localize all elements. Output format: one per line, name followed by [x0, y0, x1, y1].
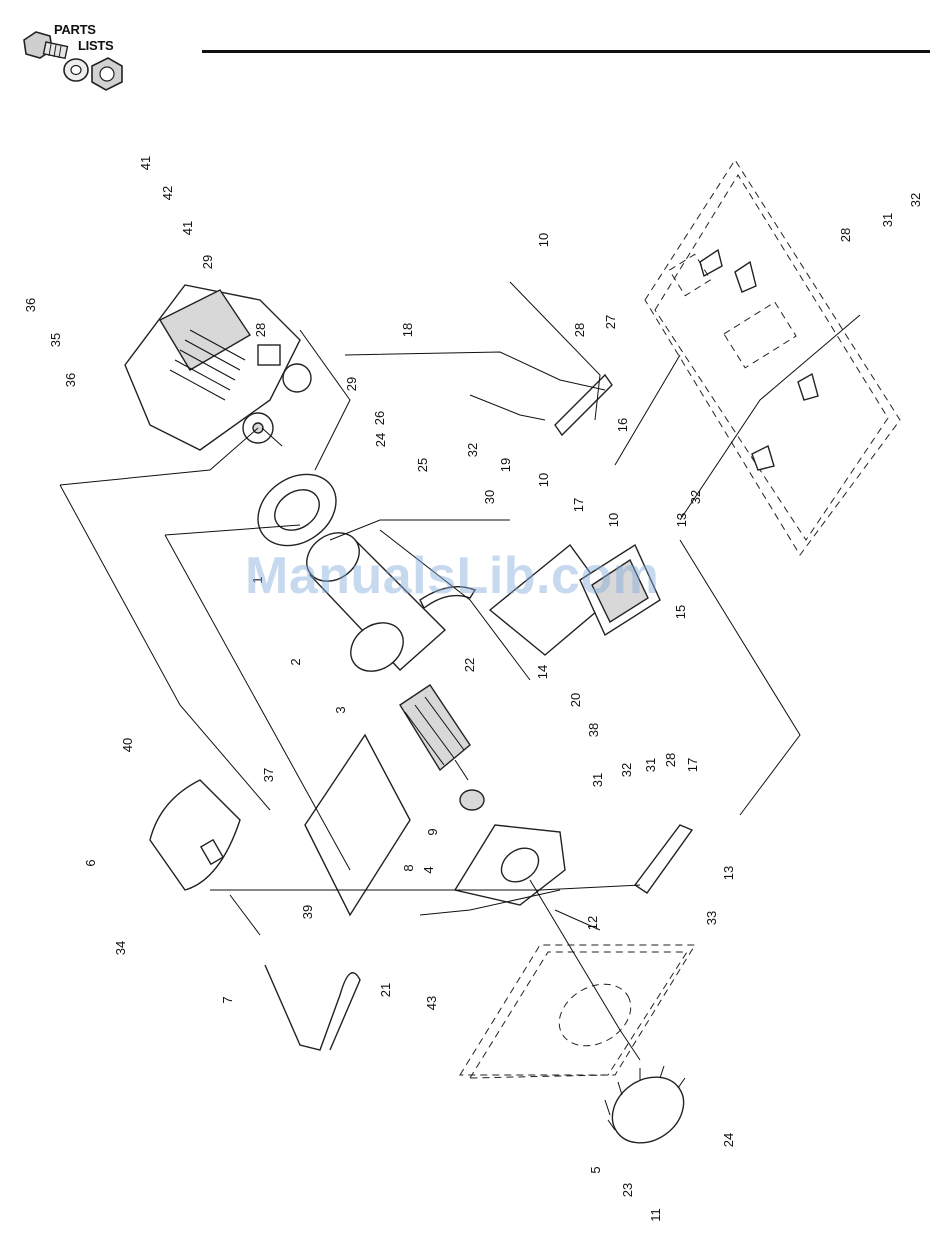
callout-c10b: 10	[536, 473, 551, 487]
callout-c28d: 28	[663, 753, 678, 767]
callout-c11: 11	[648, 1208, 663, 1222]
rotor-part-3	[400, 685, 470, 780]
callout-c27: 27	[603, 315, 618, 329]
callout-c2: 2	[288, 658, 303, 665]
callout-c28a: 28	[253, 323, 268, 337]
callout-c28b: 28	[572, 323, 587, 337]
callout-c36b: 36	[63, 373, 78, 387]
callout-c4: 4	[421, 866, 436, 873]
engine-block	[125, 285, 311, 450]
callout-c35: 35	[48, 333, 63, 347]
callout-c25: 25	[415, 458, 430, 472]
callout-c37: 37	[261, 768, 276, 782]
callout-c12: 12	[585, 916, 600, 930]
callout-c14: 14	[535, 665, 550, 679]
callout-c1: 1	[250, 576, 265, 583]
callout-c41a: 41	[138, 156, 153, 170]
callout-c16: 16	[615, 418, 630, 432]
callout-c32c: 32	[908, 193, 923, 207]
callout-c22: 22	[462, 658, 477, 672]
heat-shield-part-8	[305, 735, 410, 915]
callout-c32d: 32	[465, 443, 480, 457]
callout-c39: 39	[300, 905, 315, 919]
callout-c3: 3	[333, 706, 348, 713]
callout-c15: 15	[673, 605, 688, 619]
callout-c10c: 10	[606, 513, 621, 527]
callout-c17a: 17	[571, 498, 586, 512]
callout-c24a: 24	[373, 433, 388, 447]
callout-c17b: 17	[685, 758, 700, 772]
callout-c42: 42	[160, 186, 175, 200]
callout-c6: 6	[83, 859, 98, 866]
callout-c7: 7	[220, 996, 235, 1003]
callout-c31a: 31	[590, 773, 605, 787]
callout-c36a: 36	[23, 298, 38, 312]
callout-c40: 40	[120, 738, 135, 752]
callout-c41b: 41	[180, 221, 195, 235]
callout-c29a: 29	[200, 255, 215, 269]
callout-c21: 21	[378, 983, 393, 997]
exhaust-tube-part-7	[265, 965, 360, 1050]
callout-c23: 23	[620, 1183, 635, 1197]
callout-c20: 20	[568, 693, 583, 707]
bracket-part-16	[555, 375, 612, 435]
callout-c38: 38	[586, 723, 601, 737]
callout-c19: 19	[498, 458, 513, 472]
fan-shroud-plate	[460, 945, 695, 1078]
callout-c9: 9	[425, 828, 440, 835]
callout-c31b: 31	[643, 758, 658, 772]
callout-c8: 8	[401, 864, 416, 871]
callout-labels: 1234567891010101112131314151617171819202…	[23, 156, 923, 1222]
callout-c43: 43	[424, 996, 439, 1010]
fan-part-5	[600, 1064, 697, 1157]
callout-c13b: 13	[721, 866, 736, 880]
callout-c32a: 32	[619, 763, 634, 777]
callout-c33: 33	[704, 911, 719, 925]
base-frame	[645, 160, 900, 555]
cover-part-15	[580, 545, 660, 635]
callout-c10a: 10	[536, 233, 551, 247]
rail-part-13	[635, 825, 692, 893]
callout-c5: 5	[588, 1166, 603, 1173]
callout-c31c: 31	[880, 213, 895, 227]
callout-c26: 26	[372, 411, 387, 425]
callout-c18: 18	[400, 323, 415, 337]
muffler-part-6	[150, 780, 240, 890]
callout-c29b: 29	[344, 377, 359, 391]
callout-c13a: 13	[674, 513, 689, 527]
callout-c34: 34	[113, 941, 128, 955]
callout-c32b: 32	[688, 490, 703, 504]
callout-c24b: 24	[721, 1133, 736, 1147]
bearing-part-9	[460, 790, 484, 810]
callout-c30: 30	[482, 490, 497, 504]
callout-c28c: 28	[838, 228, 853, 242]
